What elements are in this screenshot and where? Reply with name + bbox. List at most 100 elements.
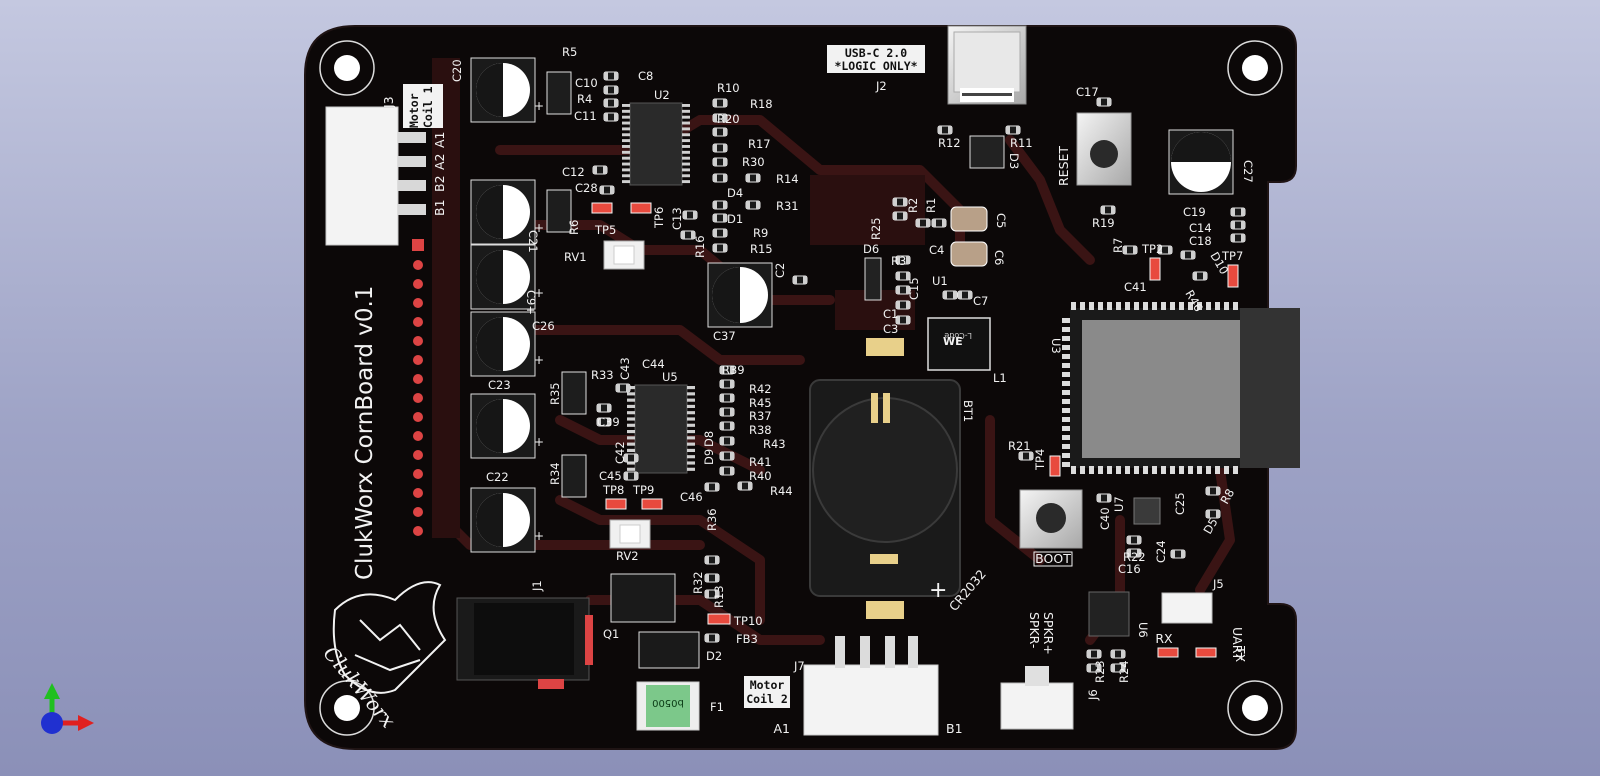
large-ceramic-caps [950, 206, 988, 267]
ref-C21: C21 [526, 230, 540, 253]
ref-C13: C13 [670, 207, 684, 230]
smd-passive [1110, 649, 1126, 659]
ref-C17: C17 [1076, 85, 1099, 99]
test-point [1049, 455, 1061, 477]
ref-F1: F1 [710, 700, 724, 714]
ref-C44: C44 [642, 357, 665, 371]
smd-passive [1005, 125, 1021, 135]
ref-R24: R24 [1117, 660, 1131, 683]
ref-R22: R22 [1123, 550, 1146, 564]
ref-C14: C14 [1189, 221, 1212, 235]
electrolytic-cap: + [470, 179, 544, 245]
smd-passive [915, 218, 931, 228]
ref-R38: R38 [749, 423, 772, 437]
ref-J6: J6 [1086, 689, 1100, 701]
ref-C8: C8 [638, 69, 653, 83]
ref-C19: C19 [1183, 205, 1206, 219]
smd-passive [1230, 220, 1246, 230]
header-pin [413, 507, 423, 517]
header-pin [413, 317, 423, 327]
spkr-plus-label: SPKR+ [1041, 612, 1056, 655]
header-pin [413, 450, 423, 460]
q1-mosfet [610, 573, 676, 623]
ref-Q1: Q1 [603, 627, 619, 641]
ref-C39: C39 [597, 415, 620, 429]
j7-connector [803, 636, 939, 736]
motor-coil-2-line2: Coil 2 [746, 692, 788, 706]
usb-label-line2: *LOGIC ONLY* [834, 59, 917, 73]
smd-passive [895, 315, 911, 325]
ref-C43: C43 [618, 357, 632, 380]
smd-passive [682, 210, 698, 220]
electrolytic-cap: + [470, 244, 544, 310]
boot-button[interactable] [1019, 489, 1083, 549]
smd-passive [892, 211, 908, 221]
smd-passives [592, 71, 1246, 673]
smd-passive [1157, 245, 1173, 255]
ref-D9: D9 [702, 449, 716, 465]
ref-R2: R2 [906, 198, 920, 213]
reset-button[interactable] [1076, 112, 1132, 186]
smd-passive [937, 125, 953, 135]
ref-C40: C40 [1098, 507, 1112, 530]
l1-inductor: WE L-Code [927, 317, 991, 371]
ref-R40: R40 [749, 469, 772, 483]
test-point [605, 498, 627, 510]
ref-R34: R34 [548, 462, 562, 485]
ref-R16: R16 [693, 235, 707, 258]
ref-J5: J5 [1212, 577, 1224, 591]
electrolytic-cap: + [470, 393, 544, 459]
j3-pin-a2: A2 [432, 153, 447, 170]
header-pin [413, 488, 423, 498]
ref-R35: R35 [548, 382, 562, 405]
ref-R42: R42 [749, 382, 772, 396]
smd-passive [599, 185, 615, 195]
ref-J2: J2 [875, 79, 887, 93]
ref-C10: C10 [575, 76, 598, 90]
ref-C4: C4 [929, 243, 944, 257]
smd-passive [892, 197, 908, 207]
header-pin [413, 393, 423, 403]
smd-passive [895, 255, 911, 265]
smd-passive [704, 633, 720, 643]
tx-label: TX [1233, 645, 1248, 663]
smd-passive [1180, 250, 1196, 260]
smd-passive [1100, 205, 1116, 215]
smd-passive [712, 127, 728, 137]
test-point [591, 202, 613, 214]
smd-passive [712, 113, 728, 123]
smd-passive [712, 98, 728, 108]
ref-J7: J7 [793, 659, 805, 673]
smd-passive [792, 275, 808, 285]
smd-passive [680, 230, 696, 240]
ref-R45: R45 [749, 396, 772, 410]
smd-passive [712, 228, 728, 238]
test-point [1149, 257, 1161, 281]
j1-barrel-jack [456, 597, 593, 689]
ref-R14: R14 [776, 172, 799, 186]
smd-passive [712, 200, 728, 210]
ref-D8: D8 [702, 431, 716, 447]
ref-C28: C28 [575, 181, 598, 195]
smd-passive [623, 453, 639, 463]
rv2-trimmer [609, 519, 651, 549]
electrolytic-cap: + [470, 487, 544, 553]
smd-passive [1086, 649, 1102, 659]
d6-diode [864, 257, 882, 301]
ref-U5: U5 [662, 370, 678, 384]
ref-BT1: BT1 [961, 400, 975, 422]
smd-passive [704, 555, 720, 565]
axes-gizmo[interactable] [41, 683, 94, 734]
smd-passive [603, 98, 619, 108]
ref-R21: R21 [1008, 439, 1031, 453]
ref-R32: R32 [691, 571, 705, 594]
ref-R10: R10 [717, 81, 740, 95]
ref-R23: R23 [1093, 660, 1107, 683]
electrolytic-cap: + [470, 57, 544, 123]
ref-TP7: TP7 [1221, 249, 1243, 263]
ref-C27: C27 [1241, 160, 1255, 183]
electrolytic-cap: + [470, 311, 544, 377]
ref-C9: C9+ [524, 290, 538, 315]
ref-C2: C2 [773, 263, 787, 278]
